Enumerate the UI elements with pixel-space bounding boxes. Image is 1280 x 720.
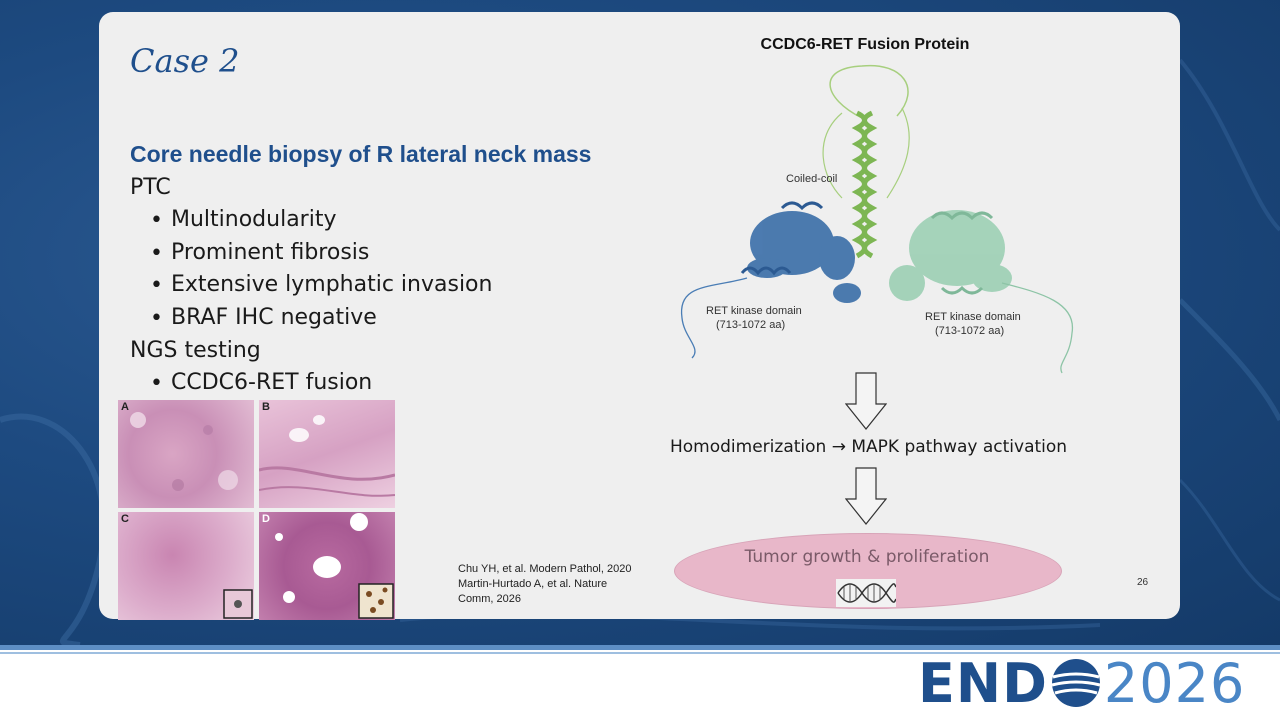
panel-label: A [121,401,129,413]
flow-tumor-growth: Tumor growth & proliferation [744,547,990,567]
logo-year-text: 2026 [1103,651,1246,715]
subheading: Core needle biopsy of R lateral neck mas… [130,141,592,167]
bullet-lymphatic-invasion: Extensive lymphatic invasion [171,272,493,297]
down-arrow-icon [845,467,887,525]
reference-2: Martin-Hurtado A, et al. Nature [458,578,608,590]
label-right-range: (713-1072 aa) [935,325,1005,337]
bullet-glyph: • [150,273,163,298]
panel-label: B [262,401,270,413]
dna-icon [836,579,896,607]
bullet-multinodularity: Multinodularity [171,207,337,232]
flow-homodimerization: Homodimerization → MAPK pathway activati… [670,437,1068,457]
section-ngs: NGS testing [130,338,261,363]
bullet-glyph: • [150,241,163,266]
label-left-range: (713-1072 aa) [716,319,786,331]
histology-panel-d: D [259,512,395,620]
down-arrow-icon [845,372,887,430]
slide-title: Case 2 [130,42,240,80]
protein-structure-figure [672,58,1082,378]
histology-panel-b: B [259,400,395,508]
footer-divider [0,652,1280,654]
endo-2026-logo: END 2026 [918,650,1270,716]
reference-3: Comm, 2026 [458,593,521,605]
histology-panel-a: A [118,400,254,508]
bullet-glyph: • [150,208,163,233]
bullet-glyph: • [150,371,163,396]
section-ptc: PTC [130,175,171,200]
panel-label: D [262,513,270,525]
reference-1: Chu YH, et al. Modern Pathol, 2020 [458,563,632,575]
bullet-ccdc6-ret: CCDC6-RET fusion [171,370,373,395]
histology-figure: A B C D [118,400,395,620]
label-right-kinase: RET kinase domain [925,311,1021,323]
bullet-fibrosis: Prominent fibrosis [171,240,370,265]
bullet-braf-ihc: BRAF IHC negative [171,305,377,330]
globe-icon [1051,659,1101,707]
page-number: 26 [1137,577,1149,588]
histology-panel-c: C [118,512,254,620]
panel-label: C [121,513,129,525]
footer-divider [0,645,1280,650]
bullet-glyph: • [150,306,163,331]
figure-title: CCDC6-RET Fusion Protein [760,36,970,53]
label-left-kinase: RET kinase domain [706,305,802,317]
label-coiled-coil: Coiled-coil [786,173,838,185]
logo-end-text: END [918,651,1048,715]
